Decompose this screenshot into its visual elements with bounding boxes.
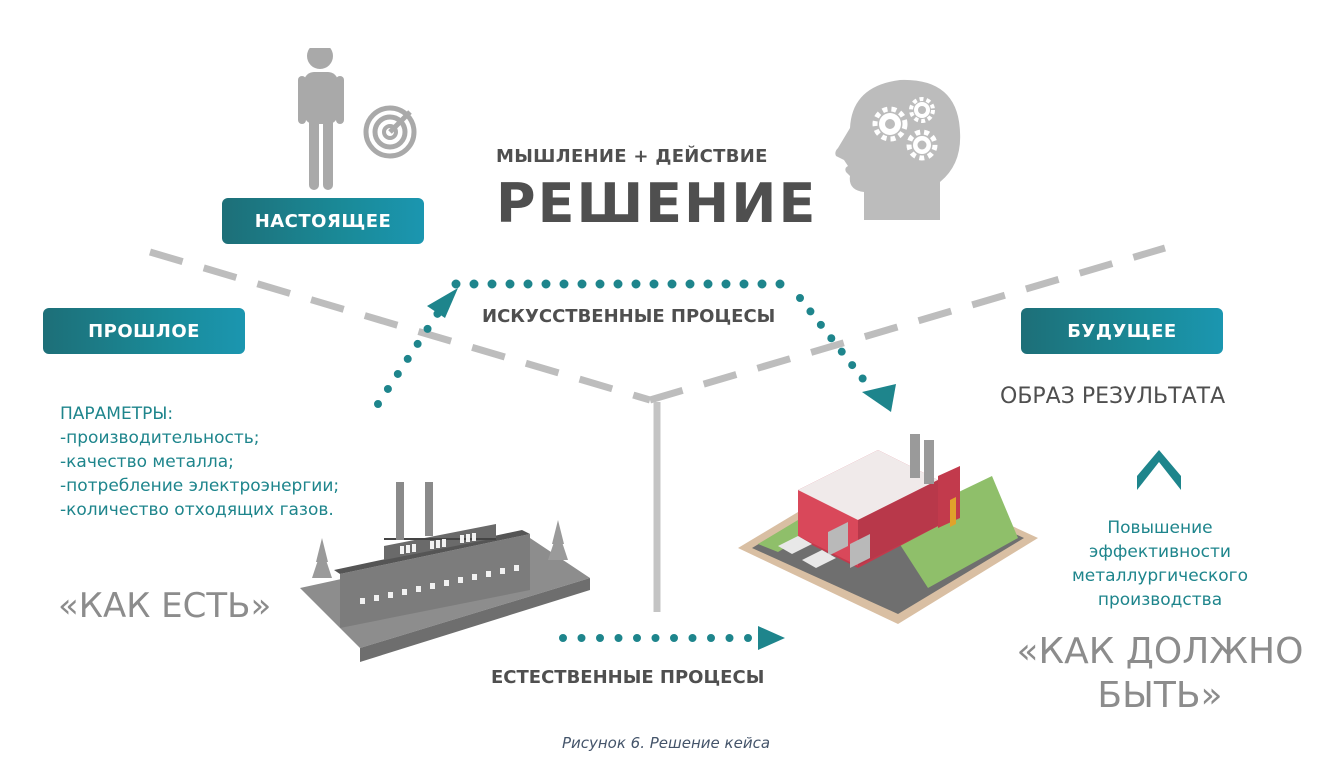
result-image-label: ОБРАЗ РЕЗУЛЬТАТА: [1000, 384, 1226, 409]
page-title: РЕШЕНИЕ: [496, 172, 818, 235]
goal-line: Повышение: [1107, 518, 1213, 538]
natural-process-label: ЕСТЕСТВЕННЫЕ ПРОЦЕСЫ: [491, 667, 765, 688]
parameter-item: -производительность;: [60, 428, 260, 448]
dashed-line-left: [149, 248, 651, 404]
badge-past: ПРОШЛОЕ: [43, 308, 245, 354]
badge-future: БУДУЩЕЕ: [1021, 308, 1223, 354]
arrow-head-down: [862, 384, 896, 412]
person-with-target-icon: [298, 48, 417, 190]
to-be-line-1: «КАК ДОЛЖНО: [1016, 631, 1304, 672]
arrow-head-up: [427, 288, 458, 318]
arrow-head-right: [758, 626, 785, 650]
old-factory-illustration: [300, 482, 590, 662]
parameters-title: ПАРАМЕТРЫ:: [60, 404, 174, 424]
to-be-line-2: БЫТЬ»: [1097, 675, 1223, 716]
parameters-list: ПАРАМЕТРЫ: -производительность; -качеств…: [60, 402, 339, 522]
dashed-line-right: [649, 244, 1166, 404]
goal-line: производства: [1097, 590, 1223, 610]
figure-caption: Рисунок 6. Решение кейса: [561, 734, 771, 752]
chevron-up-icon: [1137, 450, 1181, 490]
artificial-process-down: [796, 294, 874, 392]
as-is-label: «КАК ЕСТЬ»: [58, 586, 272, 626]
subtitle: МЫШЛЕНИЕ + ДЕЙСТВИЕ: [496, 146, 768, 167]
goal-text: Повышение эффективности металлургическог…: [1010, 516, 1310, 612]
modern-factory-illustration: [738, 434, 1038, 624]
badge-present: НАСТОЯЩЕЕ: [222, 198, 424, 244]
artificial-process-label: ИСКУССТВЕННЫЕ ПРОЦЕСЫ: [482, 306, 776, 327]
head-with-gears-icon: [835, 79, 961, 220]
parameter-item: -количество отходящих газов.: [60, 500, 334, 520]
parameter-item: -качество металла;: [60, 452, 234, 472]
to-be-label: «КАК ДОЛЖНО БЫТЬ»: [1010, 630, 1310, 718]
goal-line: металлургического: [1071, 566, 1249, 586]
artificial-process-path: [374, 306, 444, 408]
parameter-item: -потребление электроэнергии;: [60, 476, 340, 496]
goal-line: эффективности: [1089, 542, 1231, 562]
